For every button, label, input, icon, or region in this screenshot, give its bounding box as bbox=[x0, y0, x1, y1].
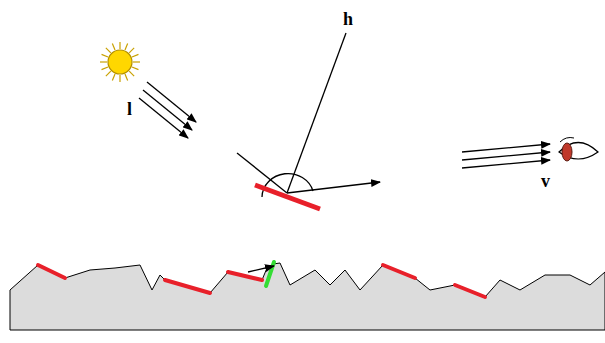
eye-icon bbox=[559, 138, 598, 162]
halfway-vector-label: h bbox=[343, 10, 353, 28]
blocking-facet bbox=[266, 262, 274, 286]
rough-surface bbox=[10, 263, 605, 330]
light-vector-label: l bbox=[127, 100, 132, 118]
view-rays bbox=[462, 144, 550, 168]
light-rays bbox=[139, 82, 196, 138]
facet-detail bbox=[237, 33, 380, 209]
aligned-facets bbox=[38, 265, 485, 297]
sun-icon bbox=[100, 42, 140, 82]
view-vector-label: v bbox=[541, 172, 550, 190]
shadow-ray bbox=[248, 266, 274, 272]
